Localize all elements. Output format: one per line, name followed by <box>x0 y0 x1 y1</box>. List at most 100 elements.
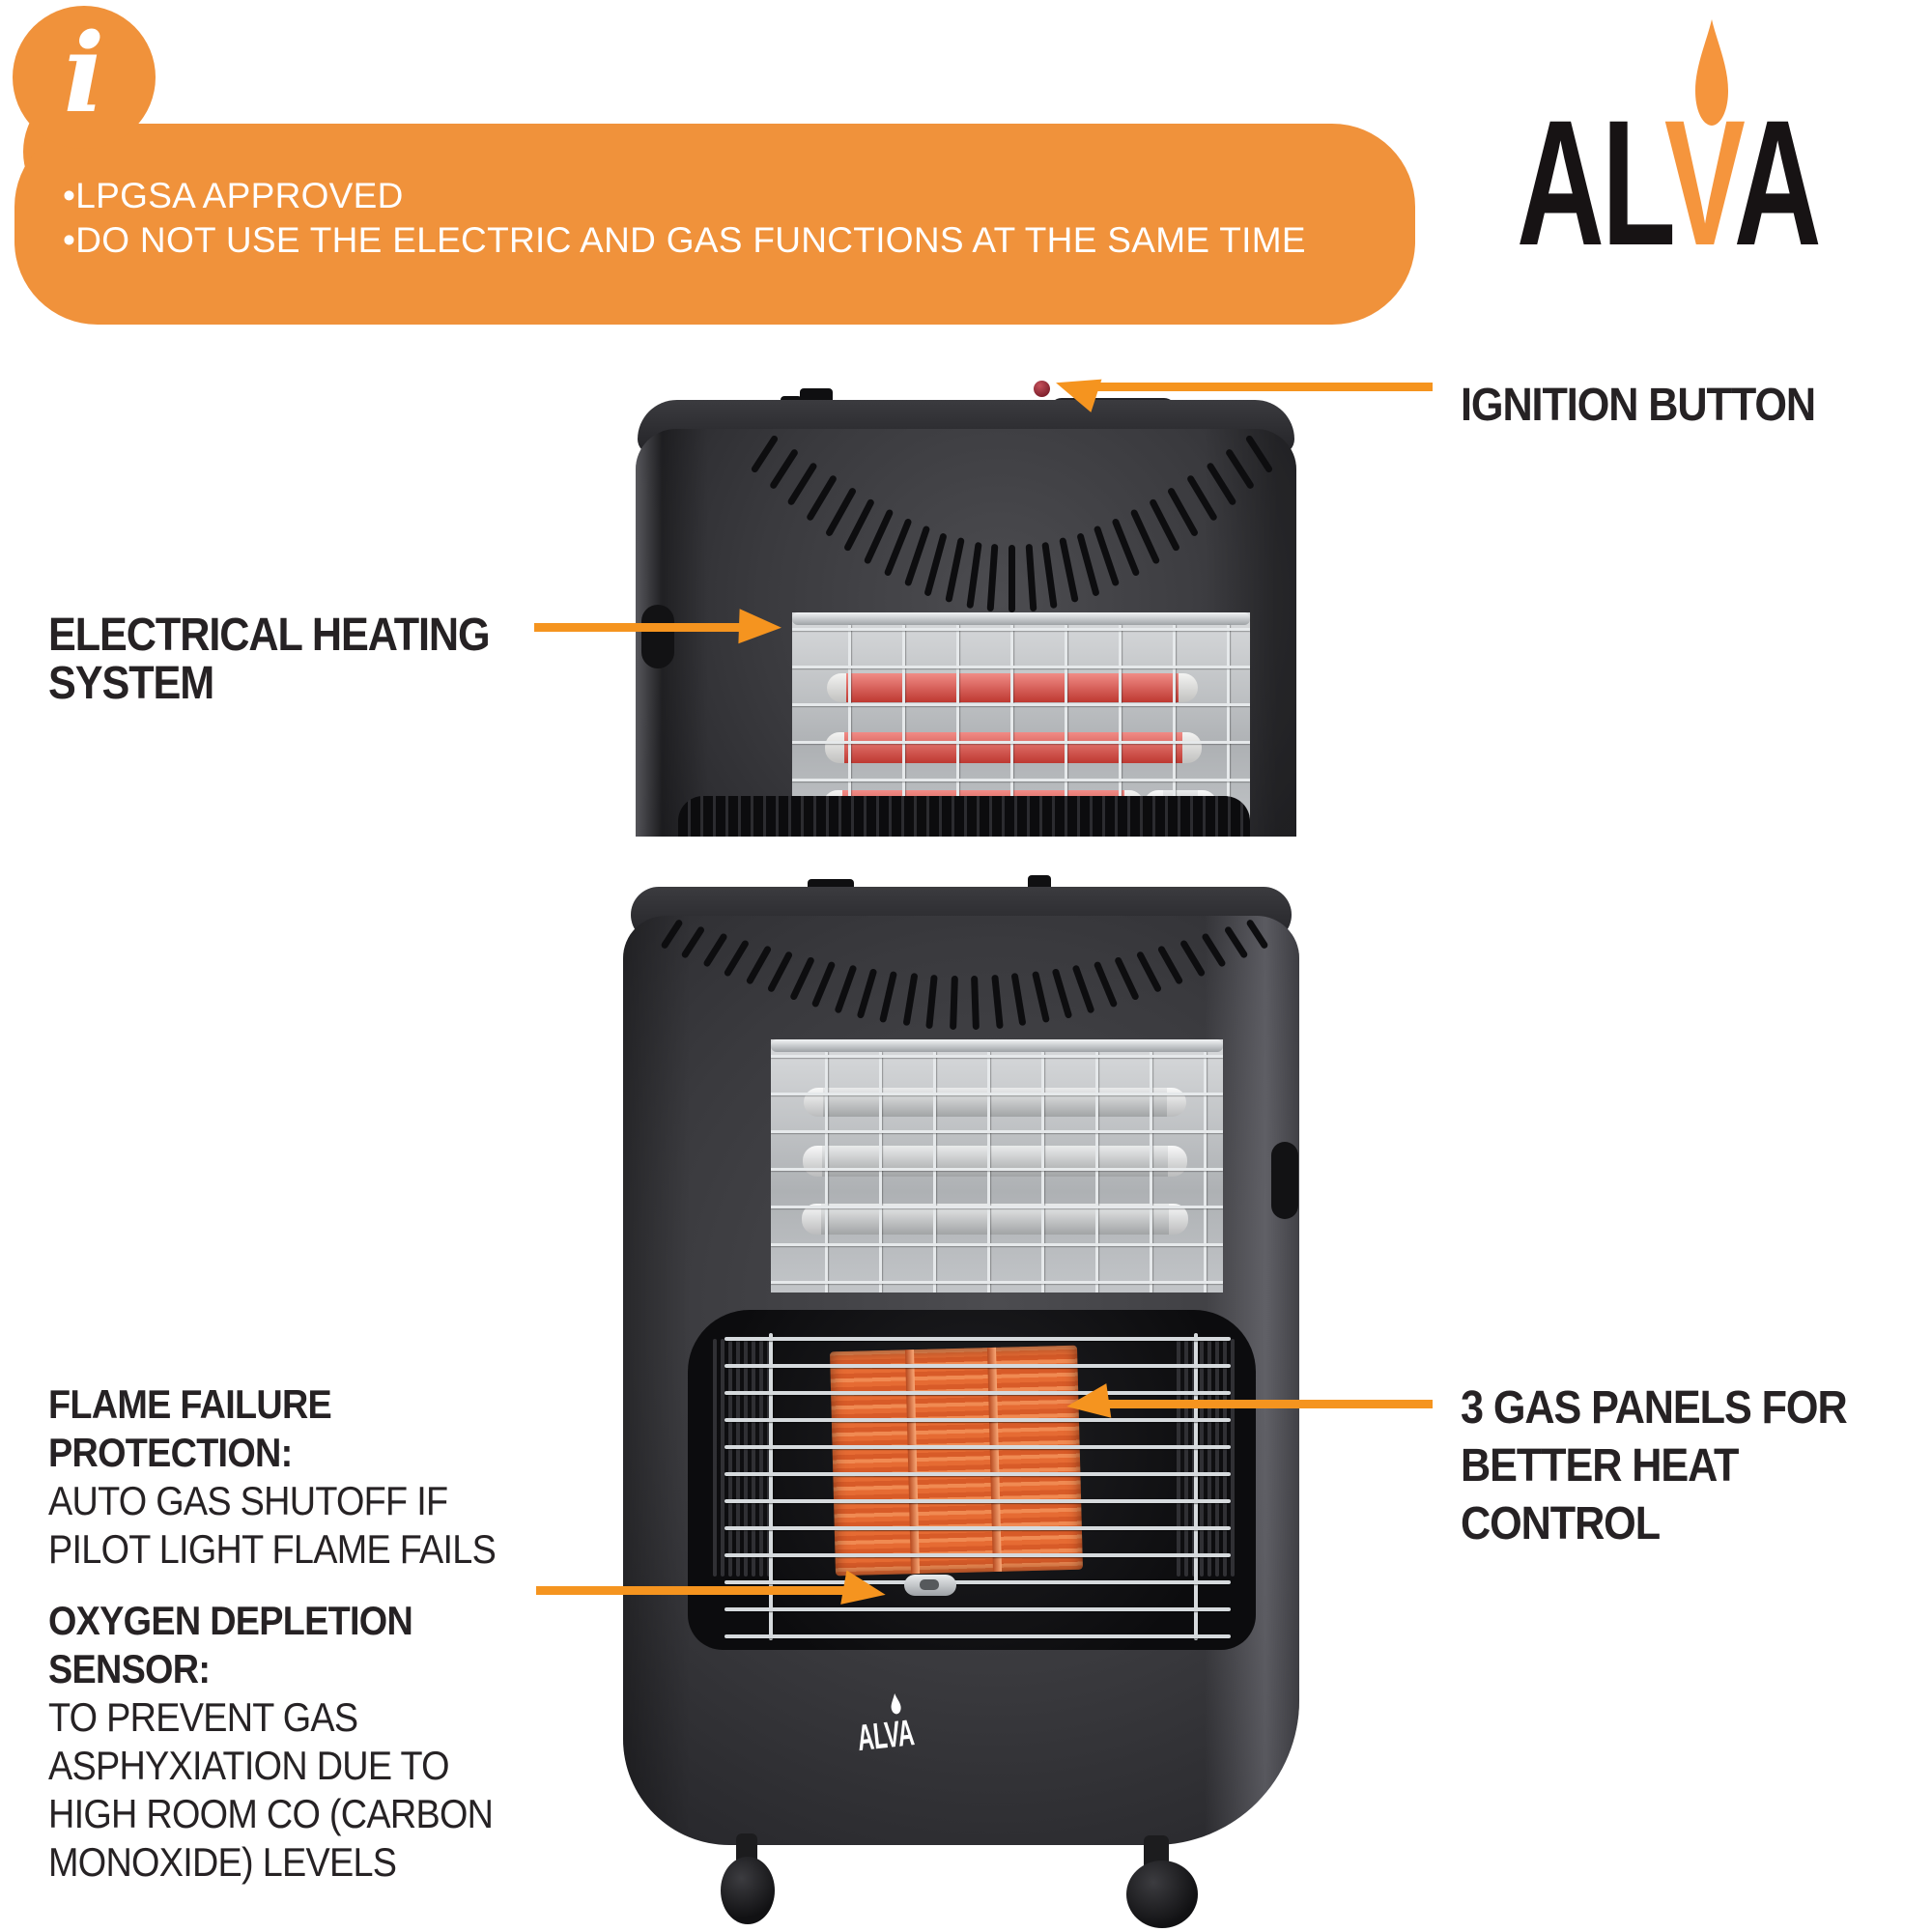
vent-slot <box>965 541 982 610</box>
gas-panel-slat <box>1231 1339 1235 1577</box>
flame-failure-title-2: PROTECTION: <box>48 1430 293 1475</box>
grille-wire <box>771 1168 1223 1171</box>
grille-wire <box>933 1052 936 1293</box>
vent-slot <box>768 447 799 491</box>
vent-slot <box>1156 945 1184 985</box>
grille-wire <box>724 1553 1231 1557</box>
grille-wire <box>1010 625 1013 837</box>
vent-slot <box>788 955 815 1001</box>
flame-failure-body-1: AUTO GAS SHUTOFF IF <box>48 1478 448 1523</box>
gas-panels-arrow-icon <box>1064 1383 1112 1424</box>
vent-slot <box>1010 973 1027 1027</box>
flame-failure-title-1: FLAME FAILURE <box>48 1381 332 1427</box>
gas-panel-slat <box>713 1339 717 1577</box>
oxygen-sensor-body-4: MONOXIDE) LEVELS <box>48 1839 397 1885</box>
grille-wire <box>1194 1333 1198 1640</box>
gas-panel-slat <box>721 1339 724 1577</box>
vent-slot <box>1025 543 1037 612</box>
pilot-arrow-icon <box>840 1570 889 1612</box>
vent-slot <box>786 461 819 507</box>
vent-slot <box>1185 474 1219 523</box>
vent-slot <box>990 974 1004 1029</box>
grille-wire <box>792 779 1250 781</box>
vent-slot <box>766 950 794 994</box>
brand-flame-icon <box>1695 19 1728 126</box>
vent-slot <box>883 517 913 578</box>
vent-slot <box>1059 537 1079 604</box>
vent-slot <box>724 938 751 977</box>
gas-panel-slat <box>752 1339 755 1577</box>
grille-wire <box>771 1055 1223 1058</box>
vent-slot <box>971 975 980 1030</box>
vent-slot <box>1201 931 1227 968</box>
electrical-arrow-icon <box>738 609 782 645</box>
gas-panel-slat <box>736 1339 740 1577</box>
grille-wire <box>825 1052 828 1293</box>
grille-wire <box>848 625 851 837</box>
heating-tube <box>825 732 1202 763</box>
gas-panel-slat <box>1223 1339 1227 1577</box>
flame-failure-label: FLAME FAILURE PROTECTION: AUTO GAS SHUTO… <box>48 1380 497 1574</box>
vent-slot <box>1166 486 1200 538</box>
grille-wire <box>724 1445 1231 1449</box>
gas-grill-top-edge <box>678 796 1250 837</box>
gas-panels-arrow-line <box>1103 1400 1433 1408</box>
banner-text: •LPGSA APPROVED •DO NOT USE THE ELECTRIC… <box>63 174 1306 263</box>
grille-wire <box>771 1093 1223 1095</box>
gas-panel-slat <box>744 1339 748 1577</box>
grille-wire <box>724 1337 1231 1341</box>
vent-slot <box>805 474 838 523</box>
vent-slot <box>745 945 773 985</box>
vent-slot <box>945 537 965 604</box>
grille-wire <box>724 1634 1231 1638</box>
grille-wire <box>956 625 959 837</box>
info-icon: i <box>13 6 156 149</box>
gas-grill-wire-guard <box>724 1333 1231 1640</box>
vent-slot <box>1041 541 1059 610</box>
brand-logo-letter-v: V <box>1663 84 1737 283</box>
grille-wire <box>771 1130 1223 1133</box>
grille-frame-bar <box>771 1039 1223 1052</box>
vent-slot <box>903 526 930 588</box>
vent-slot <box>856 968 878 1019</box>
grille-wire <box>987 1052 990 1293</box>
caster-wheel <box>1126 1861 1198 1928</box>
gas-panel-slat <box>1208 1339 1211 1577</box>
vent-slot <box>986 543 999 612</box>
vent-slot <box>1076 531 1100 597</box>
grille-wire <box>771 1206 1223 1208</box>
gas-panels-label-line-2: BETTER HEAT <box>1461 1440 1739 1492</box>
grille-wire <box>792 703 1250 706</box>
banner-line-1: •LPGSA APPROVED <box>63 176 404 215</box>
grille-wire <box>1204 1052 1207 1293</box>
oxygen-sensor-body-2: ASPHYXIATION DUE TO <box>48 1743 450 1788</box>
grille-wire <box>1041 1052 1044 1293</box>
ignition-button <box>1034 381 1050 397</box>
gas-panels-label: 3 GAS PANELS FOR BETTER HEAT CONTROL <box>1461 1379 1848 1553</box>
electrical-label-line-1: ELECTRICAL HEATING <box>48 610 491 661</box>
electrical-label: ELECTRICAL HEATING SYSTEM <box>48 610 491 709</box>
oxygen-sensor-body-1: TO PREVENT GAS <box>48 1694 358 1740</box>
vent-slot <box>702 931 728 968</box>
vent-slot <box>1051 968 1073 1019</box>
grille-wire <box>771 1243 1223 1246</box>
vent-slot <box>1179 938 1206 977</box>
grille-wire <box>902 625 905 837</box>
grille-wire <box>1173 625 1176 837</box>
vent-slot <box>902 973 919 1027</box>
device-brand-text: ALVA <box>855 1713 916 1760</box>
vent-slot <box>834 964 858 1014</box>
flame-failure-body-2: PILOT LIGHT FLAME FAILS <box>48 1526 497 1572</box>
side-handle-cutout <box>1271 1142 1298 1219</box>
heater-top-photo <box>628 375 1304 837</box>
gas-panel-slat <box>759 1339 763 1577</box>
grille-wire <box>724 1499 1231 1503</box>
grille-wire <box>724 1580 1231 1584</box>
grille-wire <box>879 1052 882 1293</box>
gas-panels-label-line-1: 3 GAS PANELS FOR <box>1461 1382 1848 1434</box>
brand-logo: ALVA <box>1517 95 1822 273</box>
grille-wire <box>769 1333 773 1640</box>
info-icon-glyph: i <box>63 11 105 137</box>
electrical-label-line-2: SYSTEM <box>48 658 214 709</box>
vent-slot <box>1031 970 1050 1024</box>
